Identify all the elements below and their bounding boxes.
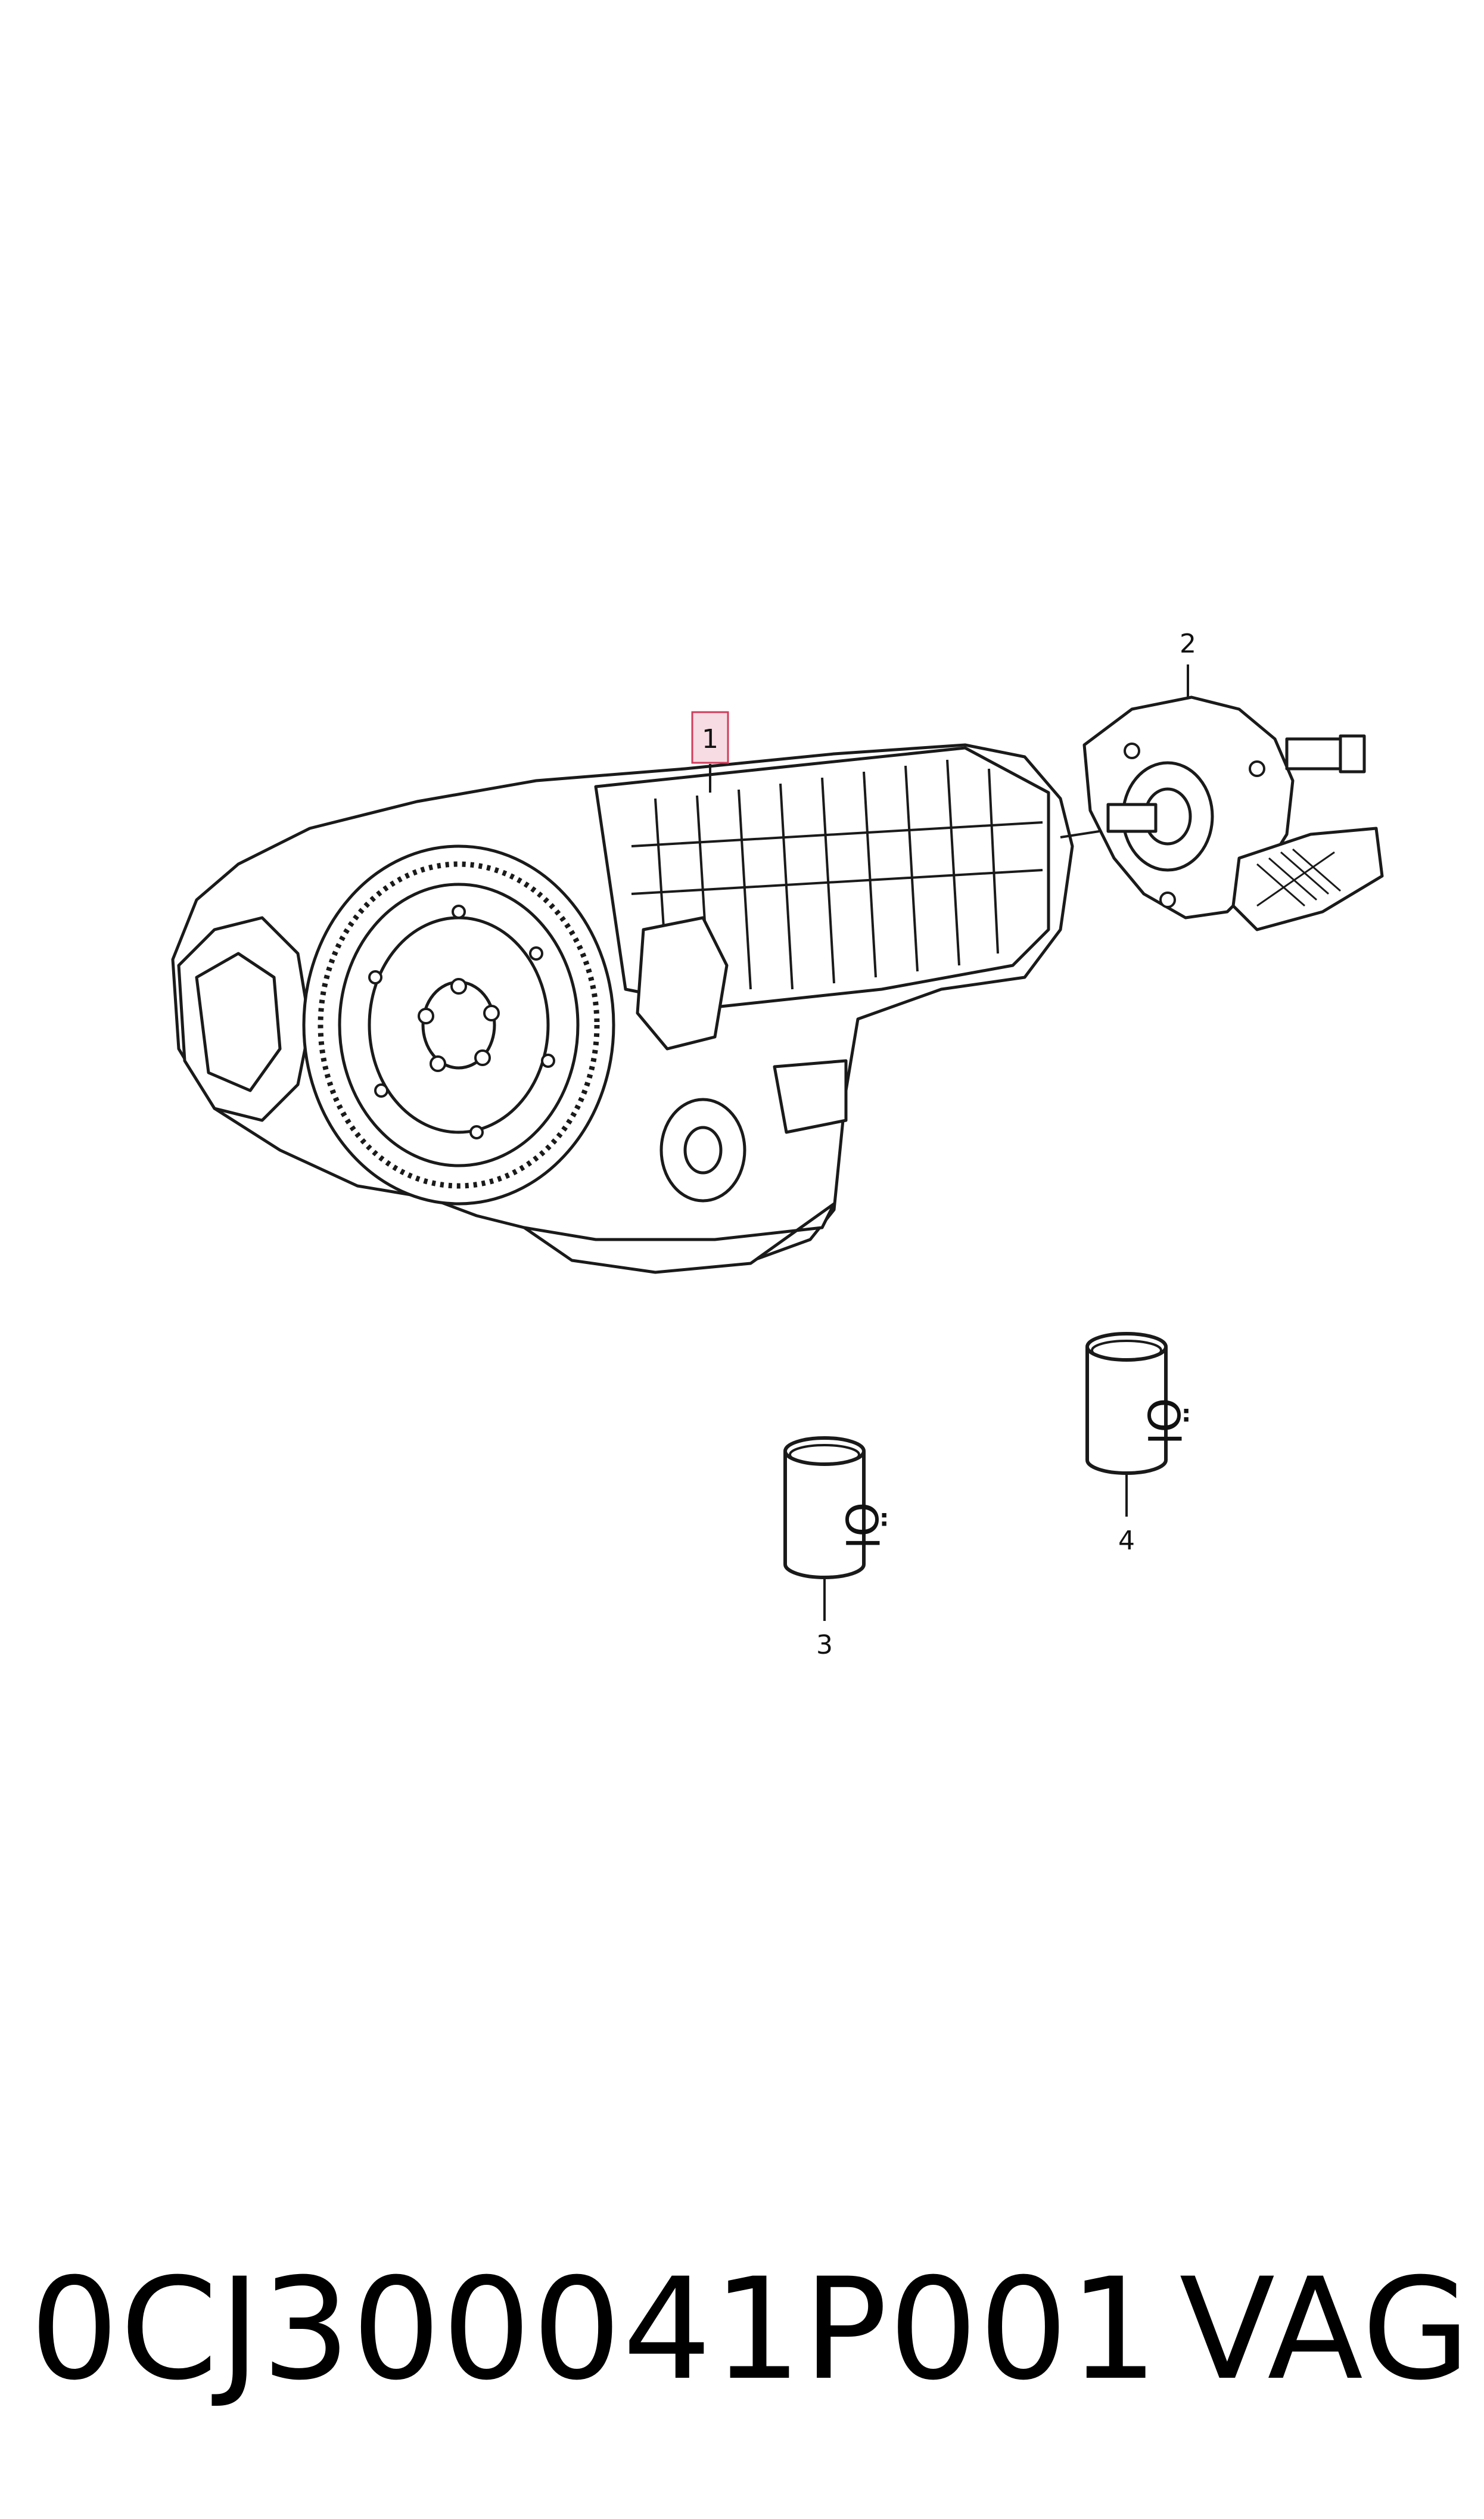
callout-3[interactable]: 3	[816, 1630, 833, 1660]
callout-1-label: 1	[702, 724, 718, 754]
transmission-assembly-illustration	[171, 743, 1100, 1274]
callout-1-highlight	[691, 711, 729, 764]
oil-canister-icon	[1085, 1332, 1168, 1475]
oil-canister-icon	[783, 1436, 866, 1579]
callout-4-label: 4	[1118, 1526, 1135, 1556]
canister-oil-text: Öl	[1137, 1398, 1189, 1445]
part-number: 0CJ300041P001	[30, 2248, 1160, 2411]
callout-2[interactable]: 2	[1180, 629, 1196, 697]
footer: 0CJ300041P001 VAG	[30, 2253, 1471, 2408]
callout-4[interactable]: 4	[1118, 1526, 1135, 1556]
canister-oil-text: Öl	[835, 1502, 887, 1549]
transfer-case-illustration	[1082, 695, 1384, 931]
brand-label: VAG	[1179, 2248, 1471, 2411]
callout-1[interactable]: 1	[691, 711, 729, 793]
callout-3-label: 3	[816, 1630, 833, 1660]
callout-2-label: 2	[1180, 629, 1196, 659]
